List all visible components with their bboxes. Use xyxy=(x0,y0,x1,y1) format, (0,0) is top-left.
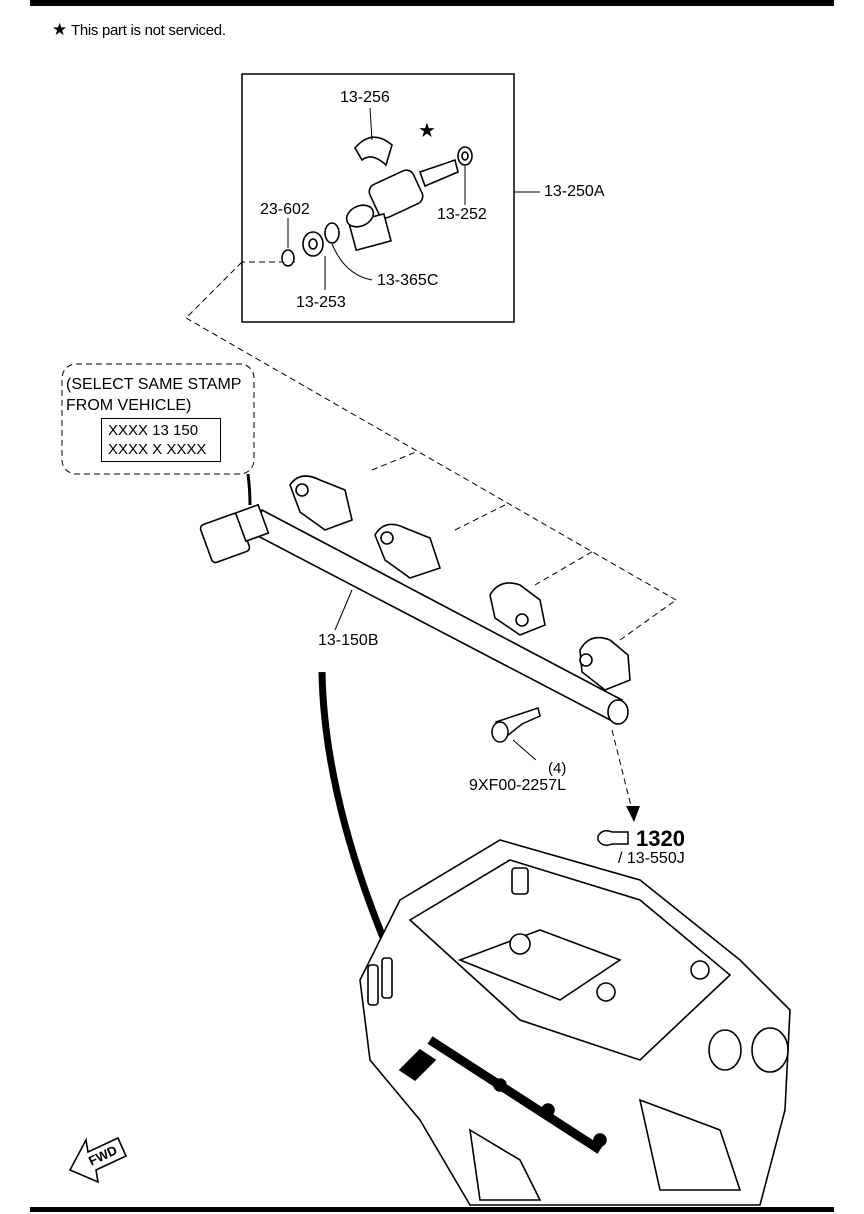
clip-13-256 xyxy=(354,136,393,167)
installed-rail xyxy=(427,1036,603,1154)
dashed-guides xyxy=(185,261,677,811)
star-marker: ★ xyxy=(418,120,436,142)
label-13-252: 13-252 xyxy=(437,206,487,223)
injector-detail-box xyxy=(241,73,515,323)
engine-sub-ref: / 13-550J xyxy=(618,850,685,867)
label-13-150B: 13-150B xyxy=(318,632,379,649)
bottom-border xyxy=(30,1207,834,1212)
injector-body xyxy=(368,169,424,219)
bolt-qty: (4) xyxy=(548,760,567,777)
stamp-pointer xyxy=(246,473,252,506)
stamp-title-line1: (SELECT SAME STAMP xyxy=(66,376,242,393)
fwd-arrow-icon xyxy=(68,1136,128,1184)
label-13-256: 13-256 xyxy=(340,89,390,106)
stamp-instruction: (SELECT SAME STAMP FROM VEHICLE) xyxy=(66,374,256,416)
stamp-code-line2: XXXX X XXXX xyxy=(108,441,207,458)
engine-section-ref: 1320 xyxy=(636,826,685,851)
star-icon: ★ xyxy=(52,20,67,39)
stamp-code-line1: XXXX 13 150 xyxy=(108,422,199,439)
injector-boss-4 xyxy=(579,636,631,691)
leader-lines xyxy=(287,107,540,761)
top-border xyxy=(30,0,834,6)
stamp-code-box: XXXX 13 150 XXXX X XXXX xyxy=(101,418,221,462)
fuel-rail xyxy=(199,475,631,725)
sensor-top xyxy=(511,867,529,895)
stamp-callout xyxy=(61,363,255,475)
arrow-to-engine xyxy=(626,806,640,822)
label-23-602: 23-602 xyxy=(260,201,310,218)
injector-tip xyxy=(418,158,459,188)
note-text: This part is not serviced. xyxy=(70,22,226,39)
label-13-365C: 13-365C xyxy=(377,272,439,289)
injector-parts xyxy=(281,136,473,267)
seal-23-602 xyxy=(281,249,295,267)
engine-ref-icon xyxy=(597,829,629,847)
injector-boss-3 xyxy=(489,582,546,636)
label-13-250A: 13-250A xyxy=(544,183,605,200)
label-13-253: 13-253 xyxy=(296,294,346,311)
not-serviced-note: ★This part is not serviced. xyxy=(52,20,226,40)
bolt xyxy=(491,707,541,743)
seal-13-365C xyxy=(324,222,340,244)
label-9XF00-2257L: 9XF00-2257L xyxy=(469,777,566,794)
engine-illustration xyxy=(359,839,791,1206)
stamp-title-line2: FROM VEHICLE) xyxy=(66,397,192,414)
rail-tube xyxy=(253,508,623,724)
